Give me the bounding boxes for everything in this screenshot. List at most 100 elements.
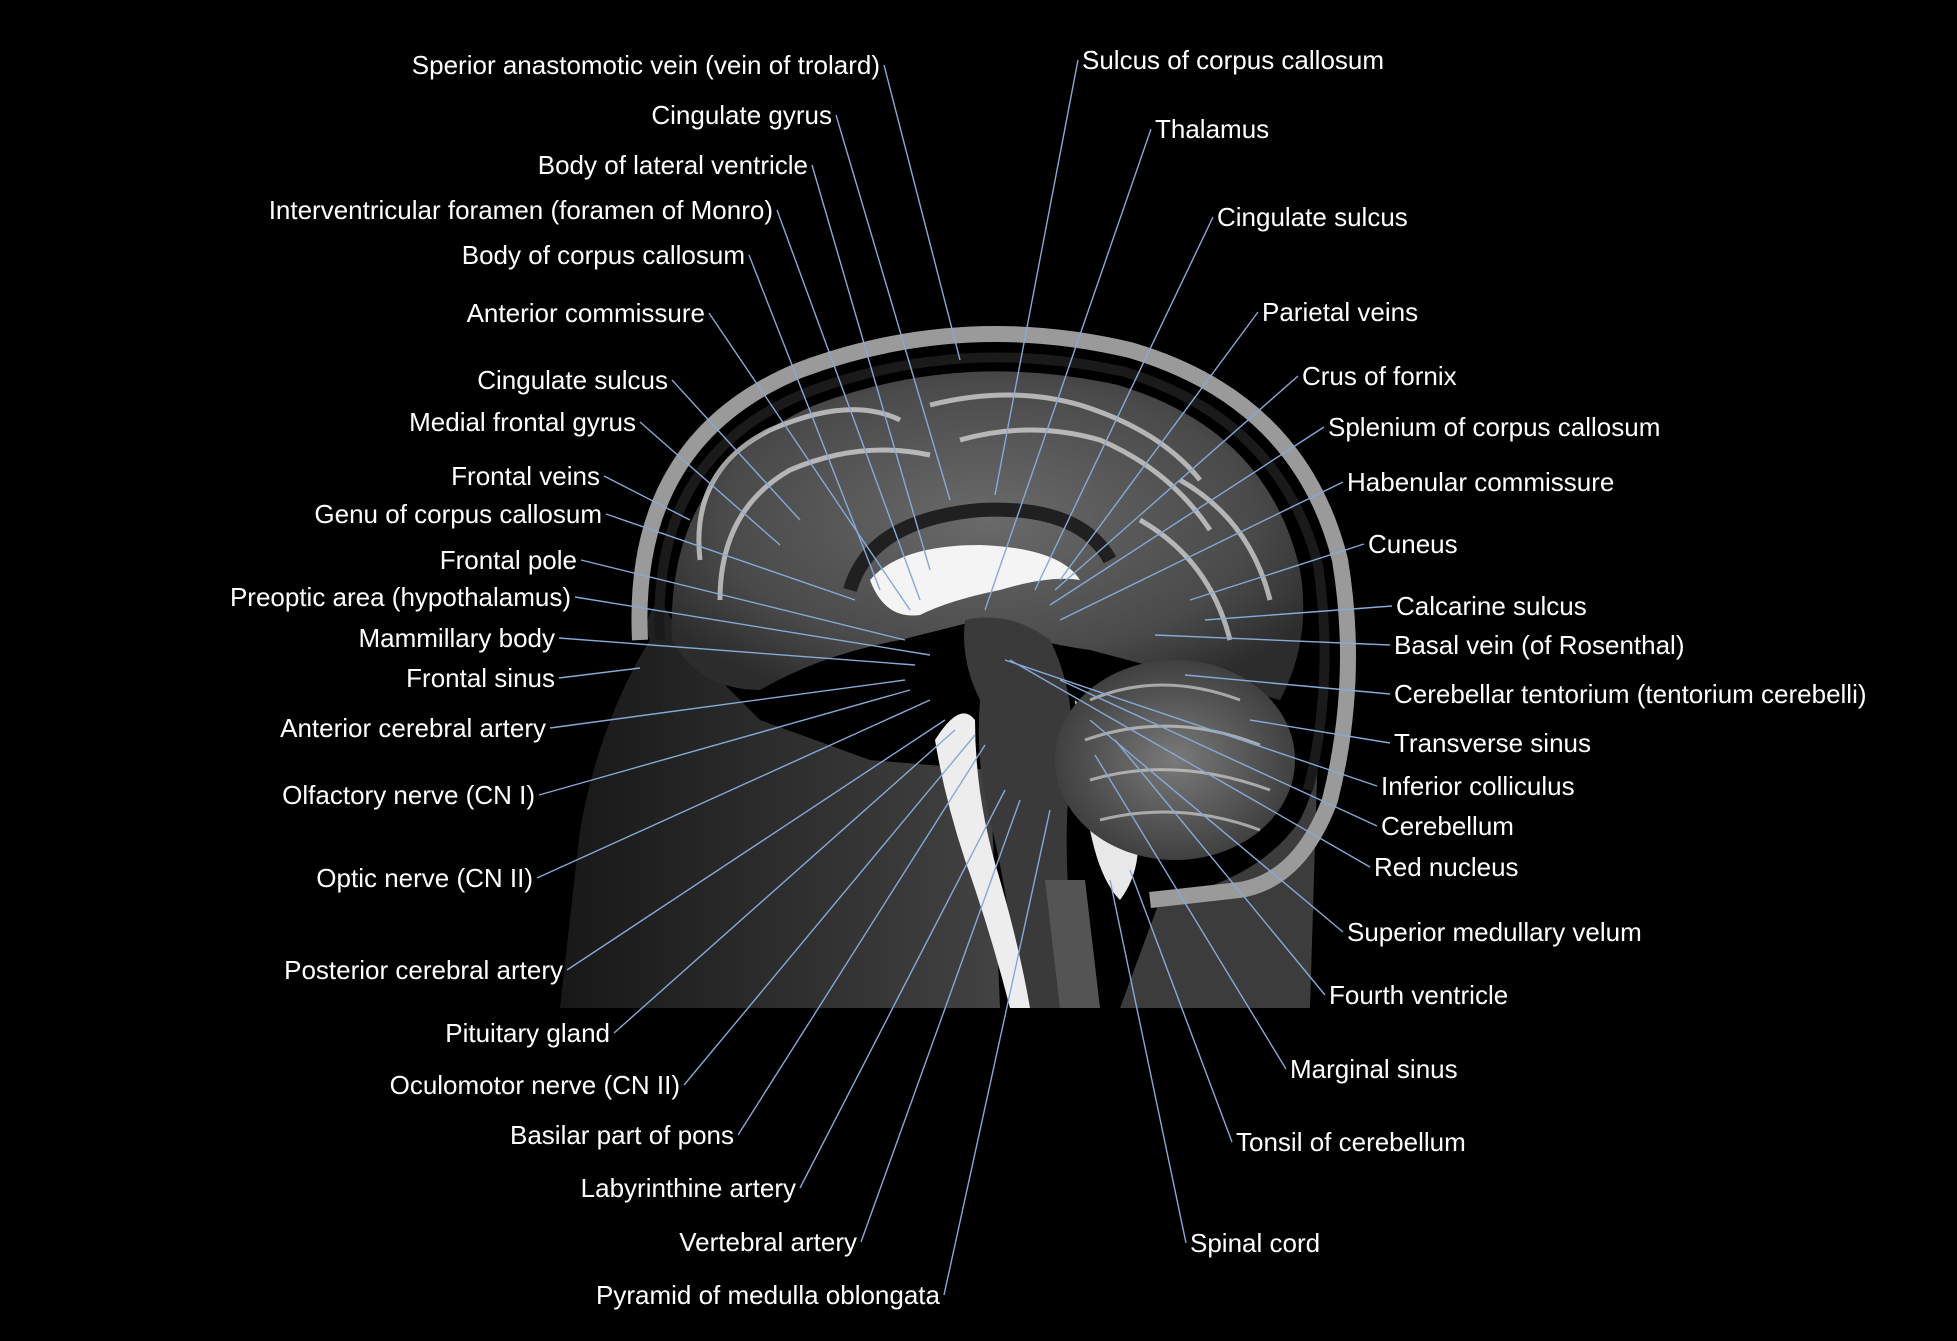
leader-red-nucleus bbox=[1009, 659, 1371, 868]
leader-transverse-sinus bbox=[1249, 719, 1391, 744]
mri-image bbox=[560, 326, 1356, 1008]
leader-pituitary-gland bbox=[613, 729, 956, 1034]
label-preoptic-area: Preoptic area (hypothalamus) bbox=[230, 582, 571, 612]
label-tonsil-of-cerebellum: Tonsil of cerebellum bbox=[1236, 1127, 1466, 1157]
label-fourth-ventricle: Fourth ventricle bbox=[1329, 980, 1508, 1010]
skull-inner bbox=[654, 352, 1330, 792]
face-soft-tissue bbox=[560, 600, 1000, 1008]
leader-cingulate-gyrus bbox=[835, 114, 951, 501]
leader-labyrinthine-artery bbox=[799, 789, 1006, 1189]
leader-spinal-cord bbox=[1109, 879, 1187, 1244]
leader-basal-vein bbox=[1154, 634, 1391, 646]
leader-anterior-commissure bbox=[708, 312, 911, 611]
posterior-soft-tissue bbox=[1120, 680, 1323, 1008]
label-labyrinthine-artery: Labyrinthine artery bbox=[581, 1173, 796, 1203]
cerebrum bbox=[671, 371, 1304, 700]
leader-medial-frontal-gyrus bbox=[639, 421, 781, 546]
leader-cuneus bbox=[1189, 543, 1365, 601]
leader-sulcus-of-corpus-callosum bbox=[994, 59, 1079, 496]
label-superior-medullary-velum: Superior medullary velum bbox=[1347, 917, 1642, 947]
label-cingulate-gyrus: Cingulate gyrus bbox=[651, 100, 832, 130]
scalp bbox=[631, 326, 1356, 908]
label-interventricular-foramen: Interventricular foramen (foramen of Mon… bbox=[269, 195, 773, 225]
leader-crus-of-fornix bbox=[1054, 375, 1299, 591]
label-mammillary-body: Mammillary body bbox=[359, 623, 556, 653]
label-pyramid-of-medulla-oblongata: Pyramid of medulla oblongata bbox=[596, 1280, 941, 1310]
leader-frontal-sinus bbox=[558, 667, 641, 679]
leader-habenular-commissure bbox=[1059, 481, 1344, 621]
label-olfactory-nerve: Olfactory nerve (CN I) bbox=[282, 780, 535, 810]
cerebellum-shape bbox=[1055, 660, 1295, 860]
label-body-of-corpus-callosum: Body of corpus callosum bbox=[462, 240, 745, 270]
leader-fourth-ventricle bbox=[1114, 739, 1326, 996]
leader-pyramid-of-medulla-oblongata bbox=[943, 809, 1051, 1296]
label-cuneus: Cuneus bbox=[1368, 529, 1458, 559]
leader-preoptic-area bbox=[574, 596, 931, 656]
labels: Sperior anastomotic vein (vein of trolar… bbox=[230, 45, 1867, 1310]
leader-oculomotor-nerve bbox=[683, 734, 976, 1086]
leader-olfactory-nerve bbox=[538, 689, 911, 796]
label-calcarine-sulcus: Calcarine sulcus bbox=[1396, 591, 1587, 621]
leader-body-of-lateral-ventricle bbox=[811, 164, 931, 571]
label-splenium-of-corpus-callosum: Splenium of corpus callosum bbox=[1328, 412, 1660, 442]
label-sperior-anastomotic-vein: Sperior anastomotic vein (vein of trolar… bbox=[412, 50, 880, 80]
leader-anterior-cerebral-artery bbox=[549, 679, 906, 729]
leader-genu-of-corpus-callosum bbox=[605, 513, 856, 601]
label-frontal-pole: Frontal pole bbox=[440, 545, 577, 575]
label-medial-frontal-gyrus: Medial frontal gyrus bbox=[409, 407, 636, 437]
label-anterior-cerebral-artery: Anterior cerebral artery bbox=[280, 713, 546, 743]
leader-splenium-of-corpus-callosum bbox=[1049, 426, 1325, 606]
label-pituitary-gland: Pituitary gland bbox=[445, 1018, 610, 1048]
leader-basilar-part-of-pons bbox=[737, 744, 986, 1136]
spinal-cord-shape bbox=[1045, 880, 1100, 1008]
leader-superior-medullary-velum bbox=[1089, 719, 1344, 933]
leader-optic-nerve bbox=[536, 699, 931, 879]
leader-frontal-pole bbox=[580, 559, 906, 641]
leader-cingulate-sulcus bbox=[1034, 216, 1214, 591]
label-thalamus: Thalamus bbox=[1155, 114, 1269, 144]
leader-cingulate-sulcus bbox=[671, 379, 801, 521]
leader-inferior-colliculus bbox=[1004, 659, 1378, 787]
label-cerebellar-tentorium: Cerebellar tentorium (tentorium cerebell… bbox=[1394, 679, 1867, 709]
label-basal-vein: Basal vein (of Rosenthal) bbox=[1394, 630, 1684, 660]
leader-interventricular-foramen bbox=[776, 209, 921, 601]
leader-mammillary-body bbox=[558, 637, 916, 666]
label-cerebellum: Cerebellum bbox=[1381, 811, 1514, 841]
label-posterior-cerebral-artery: Posterior cerebral artery bbox=[284, 955, 563, 985]
label-red-nucleus: Red nucleus bbox=[1374, 852, 1519, 882]
leader-parietal-veins bbox=[1059, 311, 1259, 581]
leader-lines bbox=[536, 59, 1393, 1296]
label-marginal-sinus: Marginal sinus bbox=[1290, 1054, 1458, 1084]
leader-thalamus bbox=[984, 128, 1152, 611]
leader-calcarine-sulcus bbox=[1204, 605, 1393, 621]
label-anterior-commissure: Anterior commissure bbox=[467, 298, 705, 328]
leader-vertebral-artery bbox=[860, 799, 1021, 1243]
label-transverse-sinus: Transverse sinus bbox=[1394, 728, 1591, 758]
leader-frontal-veins bbox=[603, 475, 691, 521]
leader-cerebellar-tentorium bbox=[1184, 674, 1391, 695]
label-parietal-veins: Parietal veins bbox=[1262, 297, 1418, 327]
label-basilar-part-of-pons: Basilar part of pons bbox=[510, 1120, 734, 1150]
gyri-pattern bbox=[696, 392, 1273, 641]
label-frontal-veins: Frontal veins bbox=[451, 461, 600, 491]
label-genu-of-corpus-callosum: Genu of corpus callosum bbox=[314, 499, 602, 529]
leader-tonsil-of-cerebellum bbox=[1129, 869, 1233, 1143]
label-oculomotor-nerve: Oculomotor nerve (CN II) bbox=[390, 1070, 680, 1100]
leader-sperior-anastomotic-vein bbox=[883, 64, 961, 361]
label-body-of-lateral-ventricle: Body of lateral ventricle bbox=[538, 150, 808, 180]
label-vertebral-artery: Vertebral artery bbox=[679, 1227, 857, 1257]
label-inferior-colliculus: Inferior colliculus bbox=[1381, 771, 1575, 801]
leader-marginal-sinus bbox=[1094, 754, 1287, 1070]
corpus-callosum bbox=[843, 502, 1117, 593]
leader-cerebellum bbox=[1059, 679, 1378, 827]
label-sulcus-of-corpus-callosum: Sulcus of corpus callosum bbox=[1082, 45, 1384, 75]
label-spinal-cord: Spinal cord bbox=[1190, 1228, 1320, 1258]
label-cingulate-sulcus: Cingulate sulcus bbox=[1217, 202, 1408, 232]
label-cingulate-sulcus: Cingulate sulcus bbox=[477, 365, 668, 395]
label-habenular-commissure: Habenular commissure bbox=[1347, 467, 1614, 497]
label-crus-of-fornix: Crus of fornix bbox=[1302, 361, 1457, 391]
leader-posterior-cerebral-artery bbox=[566, 719, 946, 971]
cerebellar-folia bbox=[1084, 683, 1271, 832]
lateral-ventricle bbox=[870, 545, 1080, 616]
